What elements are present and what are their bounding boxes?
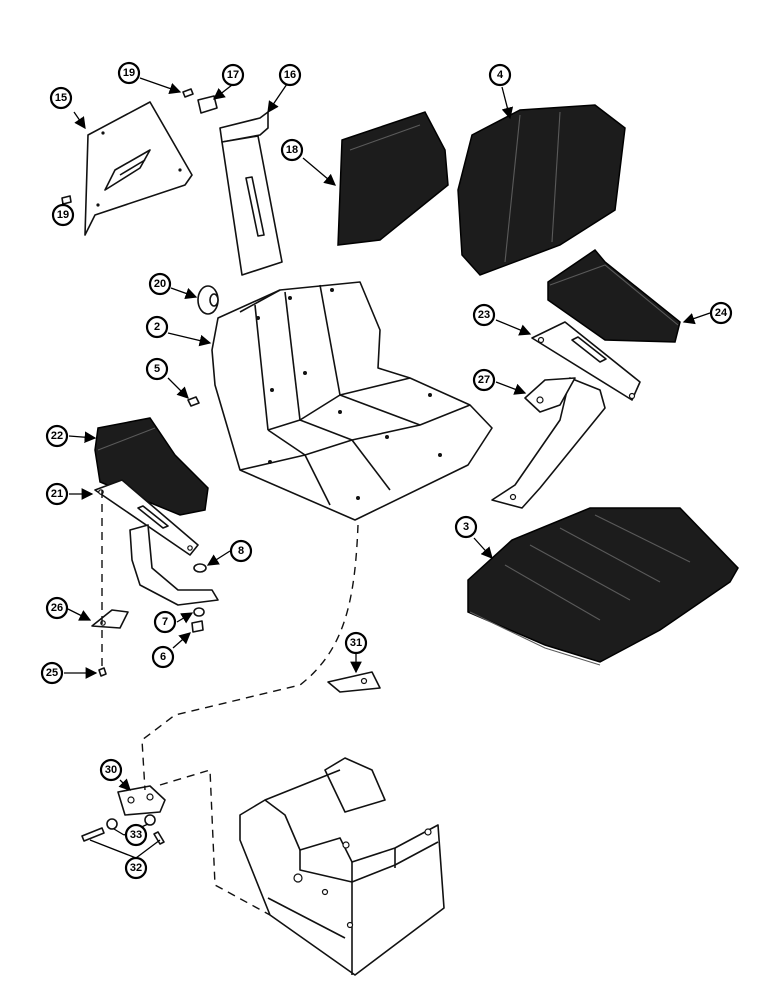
callout-20: 20 — [148, 272, 172, 296]
callout-2: 2 — [145, 315, 169, 339]
clip-part — [197, 95, 218, 114]
svg-text:4: 4 — [497, 69, 504, 81]
screw-part — [98, 667, 107, 677]
callout-33: 33 — [124, 823, 148, 847]
svg-text:3: 3 — [463, 521, 469, 533]
callout-16: 16 — [278, 63, 302, 87]
svg-text:18: 18 — [286, 144, 298, 156]
side-panel-part — [84, 101, 193, 236]
svg-text:16: 16 — [284, 69, 296, 81]
svg-text:24: 24 — [715, 307, 728, 319]
callout-22: 22 — [45, 424, 69, 448]
callout-19: 19 — [117, 61, 141, 85]
small-back-cushion-part — [337, 111, 449, 246]
callout-31: 31 — [344, 631, 368, 655]
bolt-part — [187, 396, 200, 407]
svg-text:27: 27 — [478, 374, 490, 386]
callout-21: 21 — [45, 482, 69, 506]
callout-5: 5 — [145, 357, 169, 381]
svg-text:26: 26 — [51, 602, 63, 614]
svg-text:7: 7 — [162, 616, 168, 628]
svg-text:25: 25 — [46, 667, 58, 679]
callout-30: 30 — [99, 758, 123, 782]
callout-8: 8 — [229, 539, 253, 563]
svg-text:20: 20 — [154, 278, 166, 290]
svg-text:15: 15 — [55, 92, 67, 104]
callout-6: 6 — [151, 645, 175, 669]
washer-part — [193, 607, 205, 617]
callout-18: 18 — [280, 138, 304, 162]
mounting-plate-part — [117, 785, 166, 816]
nut-part — [106, 814, 156, 830]
svg-text:2: 2 — [154, 321, 160, 333]
assembly-line — [159, 769, 271, 916]
callout-26: 26 — [45, 596, 69, 620]
back-cushion-part — [457, 104, 626, 276]
callout-leaders — [57, 77, 711, 859]
seat-cushion-part — [467, 507, 739, 666]
nut-part — [193, 563, 207, 573]
callout-7: 7 — [153, 610, 177, 634]
bolt-part — [81, 827, 165, 845]
knob-part — [197, 285, 219, 315]
left-armrest-bracket-part — [94, 479, 219, 606]
bolt-part — [191, 620, 204, 633]
callout-19: 19 — [51, 203, 75, 227]
svg-text:17: 17 — [227, 69, 239, 81]
svg-text:8: 8 — [238, 545, 244, 557]
callout-3: 3 — [454, 515, 478, 539]
callout-24: 24 — [709, 301, 733, 325]
seat-pan-part — [211, 281, 493, 521]
callout-4: 4 — [488, 63, 512, 87]
callout-27: 27 — [472, 368, 496, 392]
svg-text:19: 19 — [123, 67, 135, 79]
svg-text:31: 31 — [350, 637, 362, 649]
back-bracket-part — [219, 111, 283, 276]
svg-text:33: 33 — [130, 829, 142, 841]
svg-text:32: 32 — [130, 862, 142, 874]
svg-text:30: 30 — [105, 764, 117, 776]
callout-32: 32 — [124, 856, 148, 880]
bracket-clip-part — [327, 671, 381, 693]
svg-text:5: 5 — [154, 363, 160, 375]
armrest-support-part — [524, 377, 576, 413]
svg-text:22: 22 — [51, 430, 63, 442]
svg-text:6: 6 — [160, 651, 166, 663]
callout-17: 17 — [221, 63, 245, 87]
svg-text:19: 19 — [57, 209, 69, 221]
svg-text:23: 23 — [478, 309, 490, 321]
seat-base-part — [239, 757, 445, 976]
callout-15: 15 — [49, 86, 73, 110]
assembly-line — [141, 524, 359, 791]
callout-25: 25 — [40, 661, 64, 685]
callout-23: 23 — [472, 303, 496, 327]
svg-text:21: 21 — [51, 488, 63, 500]
angle-bracket-part — [91, 609, 129, 629]
right-armrest-bracket-part — [491, 321, 641, 509]
right-armrest-pad-part — [547, 248, 681, 343]
